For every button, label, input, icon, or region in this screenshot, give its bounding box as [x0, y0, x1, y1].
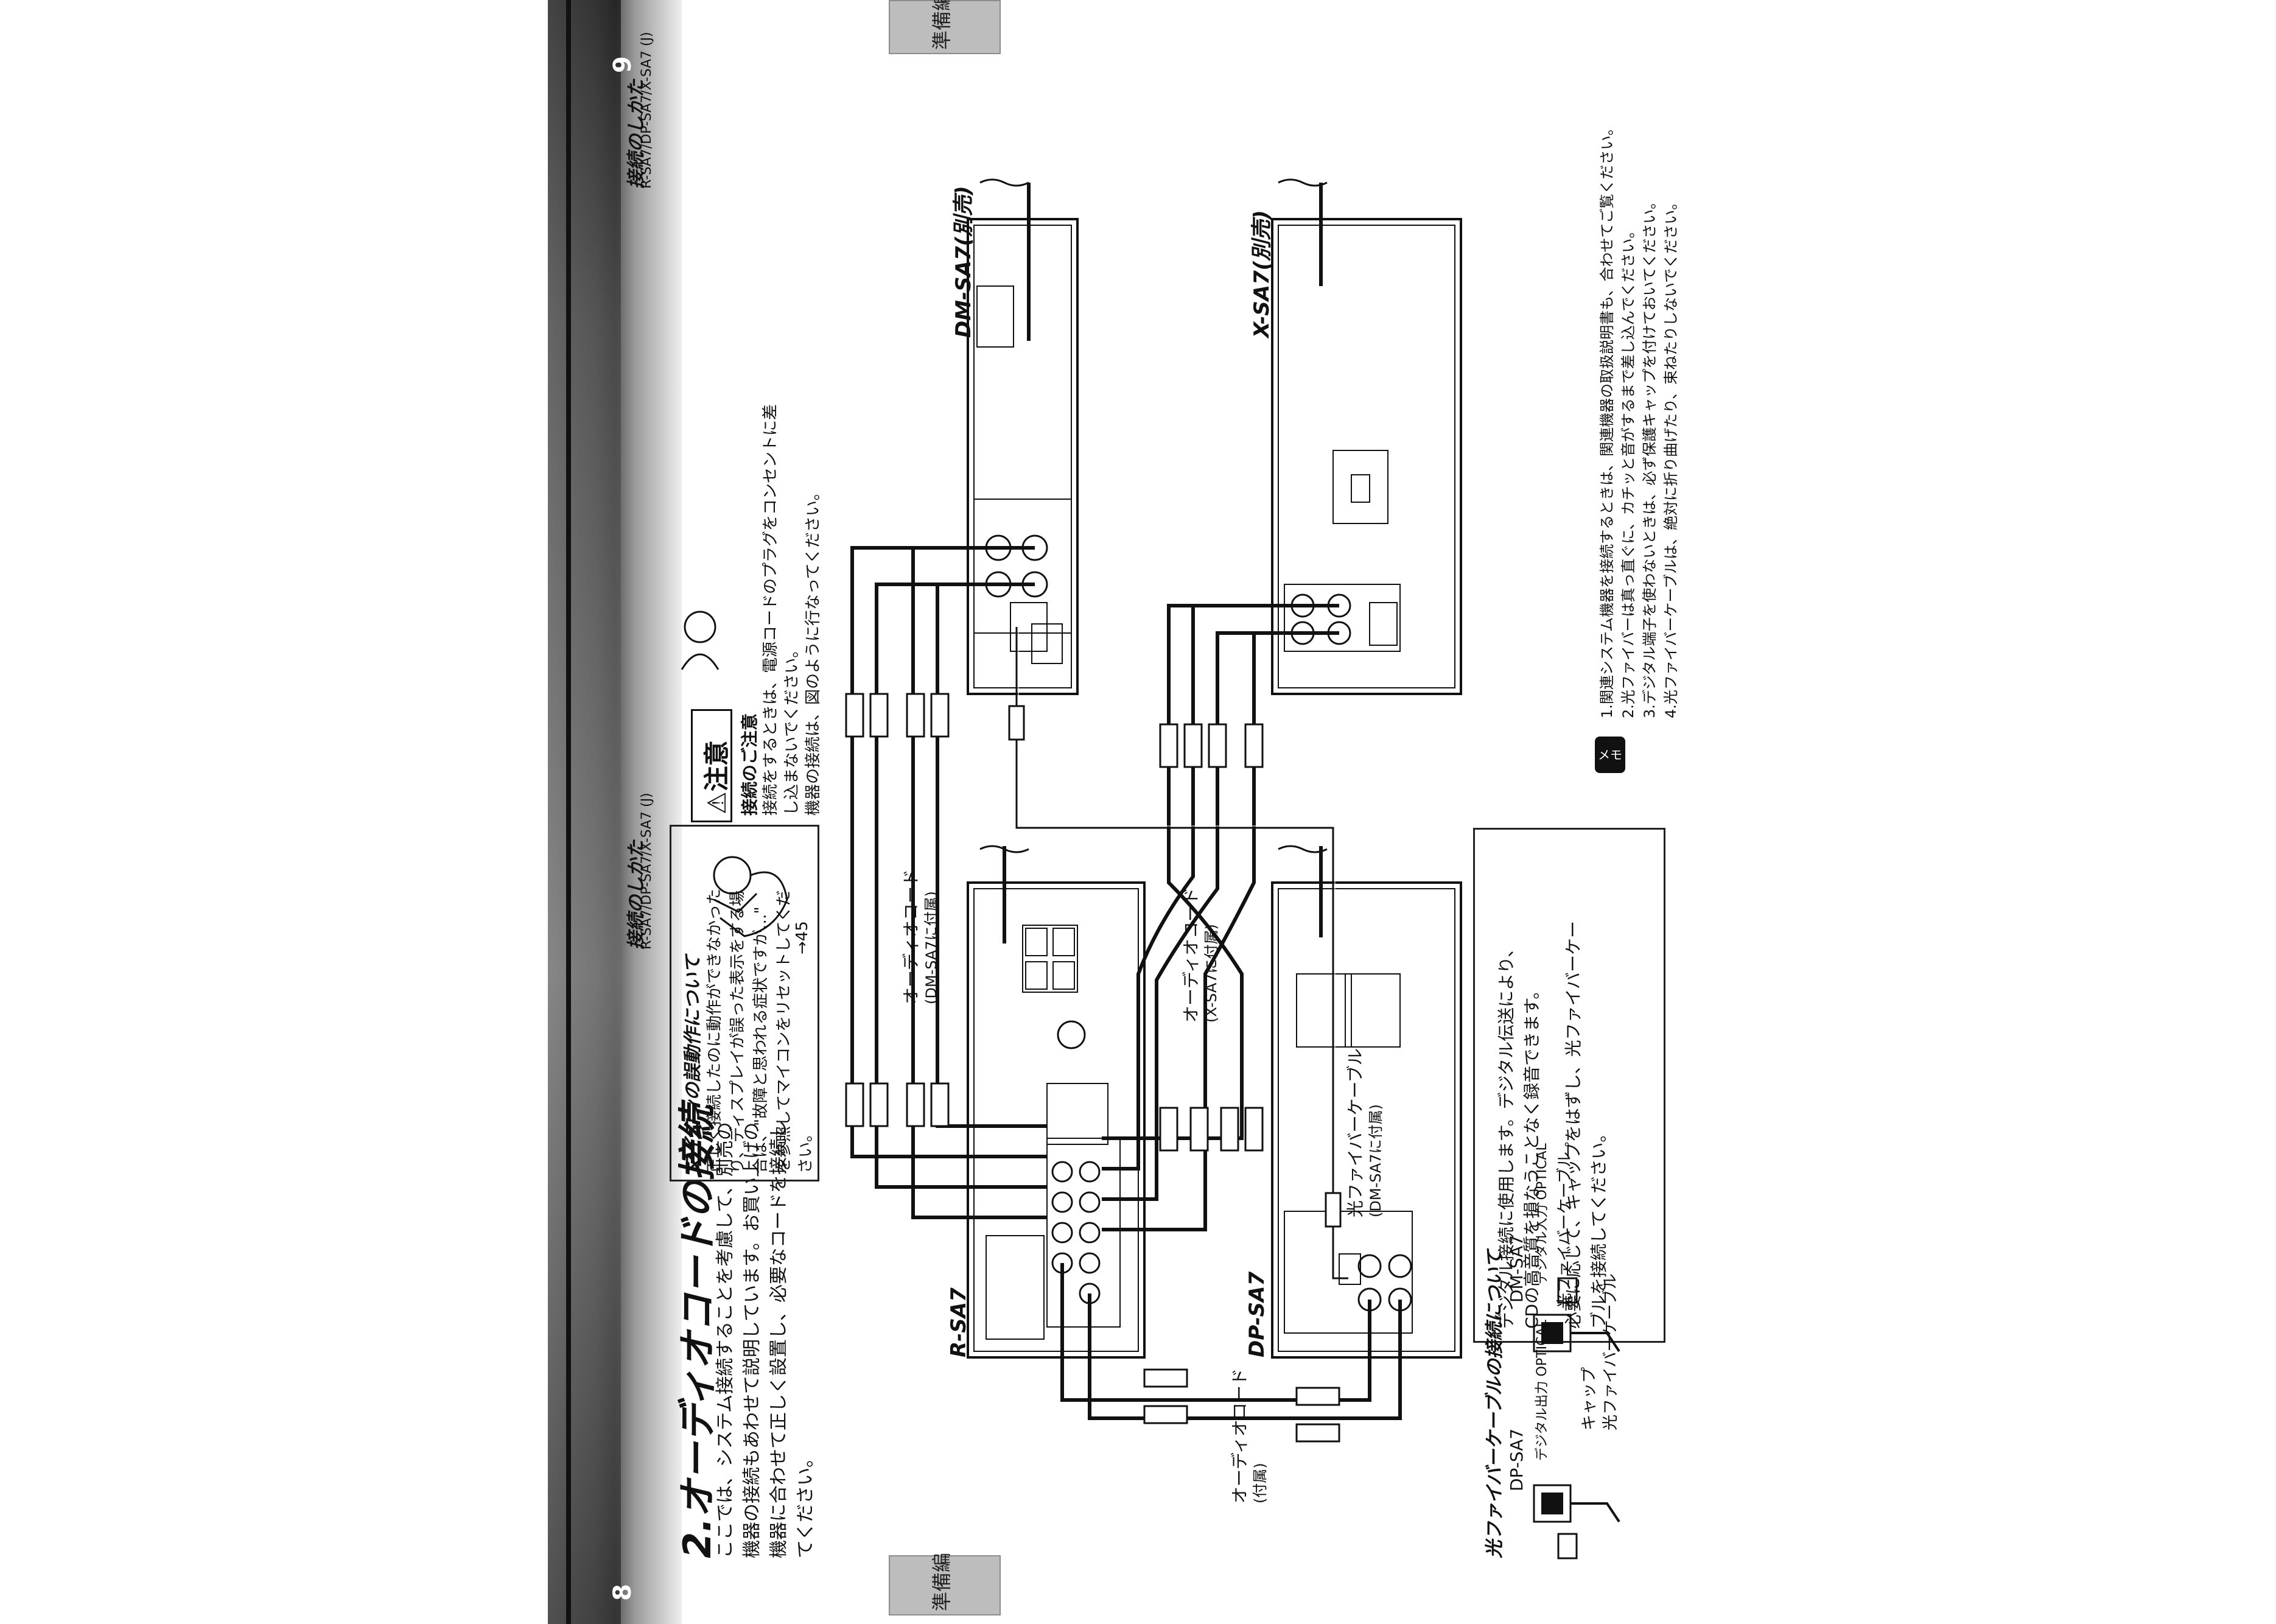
audio-cord-x-note: (X-SA7に付属)	[1203, 924, 1220, 1023]
rca-plugs	[845, 693, 1340, 1443]
bottom-tab: 準備編	[889, 1553, 1001, 1615]
dp-sa7-label: DP-SA7	[1245, 1271, 1269, 1357]
audio-cord-x-label: オーディオコード	[1181, 887, 1201, 1023]
x-sa7-unit	[1271, 178, 1462, 695]
book-spine-dark	[548, 0, 621, 1624]
optical-plugs	[1008, 705, 1342, 1228]
optical-cable-note: (DM-SA7に付属)	[1367, 1104, 1384, 1217]
memo-item-2: 2.光ファイバーは真っ直ぐに、カチッと音がするまで差し込んでください。	[1620, 223, 1637, 719]
person-illustration-icon	[713, 856, 788, 937]
dm-sa7-label: DM-SA7(別売)	[951, 186, 976, 338]
page-edge-line	[566, 0, 571, 1624]
audio-cord-included-note: (付属)	[1252, 1463, 1269, 1503]
optical-connector-illustrations	[1533, 1277, 1620, 1559]
memo-item-4: 4.光ファイバーケーブルは、絶対に折り曲げたり、束ねたりしないでください。	[1662, 195, 1679, 718]
audio-cord-included-label: オーディオコード	[1230, 1368, 1250, 1503]
caution-heading-box: ⚠注意	[691, 709, 732, 822]
microcon-box: マイコンの誤動作について 正しく接続したのに動作ができなかった り、ディスプレイ…	[670, 825, 819, 1181]
r-sa7-unit	[967, 845, 1146, 1359]
audio-cord-dm-to-r	[850, 546, 1047, 1219]
audio-cord-x-to-r	[1102, 604, 1339, 1231]
audio-cord-dm-label: オーディオコード	[901, 869, 921, 1004]
dm-sa7-unit	[967, 178, 1079, 695]
optical-section-title: 光ファイバーケーブルの接続について	[1484, 1250, 1505, 1558]
caution-person-icon	[681, 611, 720, 670]
optical-dm-port-label: デジタル入力 OPTICAL	[1535, 1143, 1550, 1284]
optical-info-box: デジタル接続に使用します。デジタル伝送により、 CDの高音質を損なうことなく録音…	[1473, 828, 1665, 1343]
audio-cord-dp-to-r	[1060, 1263, 1402, 1420]
memo-item-3: 3.デジタル端子を使わないときは、必ず保護キャップを付けておいてください。	[1641, 194, 1658, 718]
memo-icon: メモ	[1595, 737, 1625, 773]
x-sa7-label: X-SA7(別売)	[1250, 210, 1274, 338]
dp-sa7-unit	[1271, 845, 1462, 1359]
audio-cord-dm-note: (DM-SA7に付属)	[923, 891, 940, 1004]
memo-item-1: 1.関連システム機器を接続するときは、関連機器の取扱説明書も、合わせてご覧くださ…	[1598, 121, 1616, 718]
optical-cable-label: 光ファイバーケーブル	[1345, 1048, 1365, 1217]
r-sa7-label: R-SA7	[947, 1287, 971, 1357]
top-tab: 準備編	[889, 0, 1001, 54]
optical-cable-line	[1015, 627, 1348, 1279]
